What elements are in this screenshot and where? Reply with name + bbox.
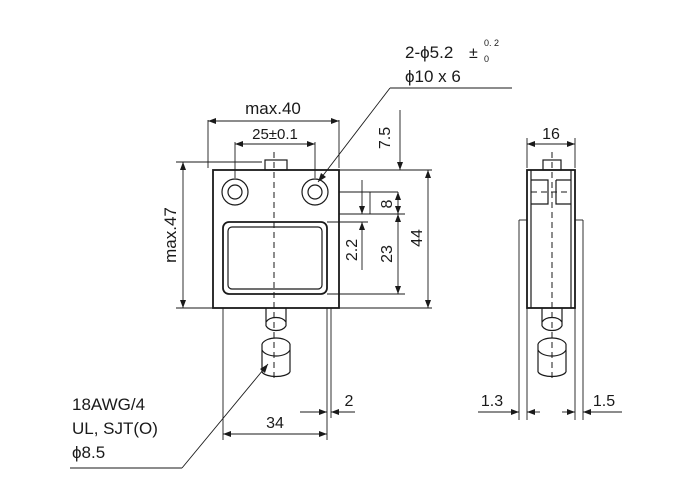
arrow-7-5 xyxy=(397,162,403,170)
label-dim-2: 2 xyxy=(345,393,354,410)
side-cable-break-b xyxy=(541,325,563,332)
arrow-23-t xyxy=(395,214,401,222)
side-view xyxy=(518,152,584,420)
mounting-hole-left xyxy=(221,178,249,206)
arrow-2-r xyxy=(331,409,339,415)
front-window-outer xyxy=(222,221,328,295)
dim-hole-pitch: 25±0.1 xyxy=(234,126,316,178)
side-cable-end xyxy=(537,371,567,378)
hole-callout: 2-ϕ5.2 ± 0. 2 0 ϕ10 x 6 xyxy=(317,38,512,183)
mounting-hole-right xyxy=(301,178,329,206)
cable-break-top-b xyxy=(265,325,287,332)
arrow-max47-b xyxy=(180,300,186,308)
label-dim-16: 16 xyxy=(542,126,560,143)
dim-bottom: 34 2 xyxy=(223,393,355,437)
arrow-1-3-a xyxy=(511,409,519,415)
arrow-34-l xyxy=(223,431,231,437)
arrow-8-t xyxy=(395,192,401,200)
label-hole-pitch: 25±0.1 xyxy=(252,126,298,143)
arrow-44-b xyxy=(425,300,431,308)
label-dim-7-5: 7.5 xyxy=(377,127,394,149)
arrow-2-l xyxy=(319,409,327,415)
cable-callout: 18AWG/4 UL, SJT(O) ϕ8.5 xyxy=(70,363,269,469)
label-counterbore: ϕ10 x 6 xyxy=(405,67,461,86)
label-dim-1-5: 1.5 xyxy=(593,393,615,410)
arrow-44-t xyxy=(425,170,431,178)
label-hole-spec: 2-ϕ5.2 xyxy=(405,43,453,62)
label-max-height: max.47 xyxy=(161,207,180,263)
label-dim-23: 23 xyxy=(379,245,396,263)
arrow-leader-hole xyxy=(318,173,326,182)
arrow-max40-r xyxy=(331,118,339,124)
cable-break-top-a xyxy=(265,316,287,323)
label-dim-8: 8 xyxy=(379,199,396,208)
arrow-max40-l xyxy=(208,118,216,124)
mounting-hole-left-inner xyxy=(227,184,243,200)
side-cable-break-e xyxy=(537,349,567,357)
mounting-hole-right-inner xyxy=(307,184,323,200)
arrow-max47-t xyxy=(180,162,186,170)
side-detail-b xyxy=(555,179,571,205)
label-dim-2-2: 2.2 xyxy=(344,239,361,261)
label-cable-line1: 18AWG/4 xyxy=(72,395,145,414)
arrow-23-b xyxy=(395,286,401,294)
arrow-1-3-b xyxy=(527,409,535,415)
dim-max-width: max.40 xyxy=(207,99,340,168)
arrow-leader-cable xyxy=(260,364,268,373)
label-dim-44: 44 xyxy=(409,229,426,247)
label-dim-1-3: 1.3 xyxy=(481,393,503,410)
arrow-16-r xyxy=(567,141,575,147)
cable-break-bot-b xyxy=(261,349,291,357)
label-cable-line2: UL, SJT(O) xyxy=(72,419,158,438)
arrow-2-2-b xyxy=(359,222,365,230)
arrow-34-r xyxy=(319,431,327,437)
side-detail-a xyxy=(531,179,549,205)
front-view xyxy=(212,152,340,440)
side-cable-break-a xyxy=(541,316,563,323)
front-window-inner xyxy=(227,226,323,290)
arrow-pitch-r xyxy=(307,141,315,147)
arrow-2-2-t xyxy=(359,206,365,214)
label-dim-34: 34 xyxy=(266,415,284,432)
label-hole-tol-upper: 0. 2 xyxy=(484,38,499,48)
leader-cable xyxy=(181,363,269,469)
label-max-width: max.40 xyxy=(245,99,301,118)
dim-side-flanges: 1.3 1.5 xyxy=(478,393,622,415)
label-hole-tol-sign: ± xyxy=(469,45,478,62)
leader-hole xyxy=(317,87,391,183)
cable-break-top-c xyxy=(265,322,287,326)
side-cable-break-c xyxy=(541,322,563,326)
dim-right-stack: 7.5 8 2.2 23 44 xyxy=(327,110,432,309)
arrow-1-5-a xyxy=(567,409,575,415)
arrow-8-b xyxy=(395,206,401,214)
cable-break-bot-a xyxy=(261,337,291,345)
dim-max-height: max.47 xyxy=(161,161,262,309)
side-cable-break-d xyxy=(537,337,567,345)
arrow-16-l xyxy=(527,141,535,147)
front-actuator xyxy=(264,159,288,171)
front-body xyxy=(212,169,340,309)
cable-end xyxy=(261,371,291,378)
side-body xyxy=(526,169,576,309)
label-hole-tol-lower: 0 xyxy=(484,54,489,64)
label-cable-line3: ϕ8.5 xyxy=(72,443,105,462)
dim-side-width: 16 xyxy=(526,126,576,168)
arrow-pitch-l xyxy=(235,141,243,147)
arrow-1-5-b xyxy=(583,409,591,415)
